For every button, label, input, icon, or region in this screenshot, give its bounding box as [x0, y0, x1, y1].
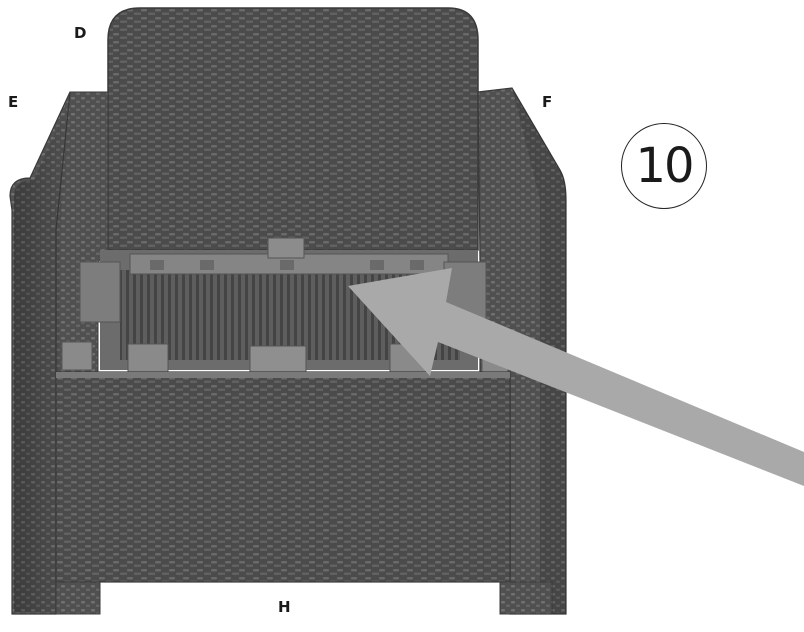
- part-label-h: H: [278, 598, 291, 616]
- part-label-f: F: [542, 93, 553, 111]
- front-panel: [55, 371, 511, 583]
- part-label-e: E: [8, 93, 19, 111]
- chair-legs: [55, 581, 553, 615]
- left-armrest: [9, 91, 109, 615]
- backrest: [107, 7, 479, 251]
- step-number-badge: 10: [621, 123, 707, 209]
- arrow-icon: [348, 268, 804, 486]
- part-label-d: D: [74, 24, 87, 42]
